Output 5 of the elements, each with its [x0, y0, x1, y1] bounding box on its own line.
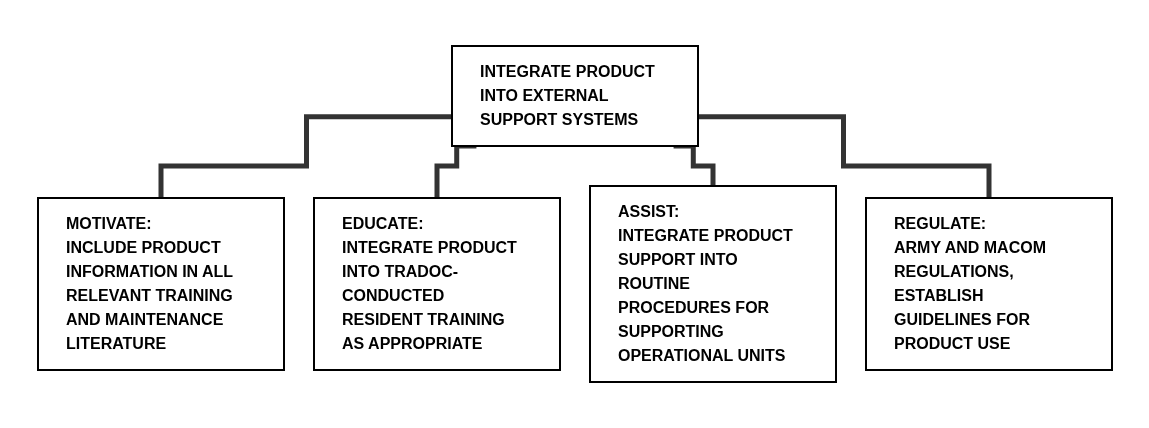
- node-box: MOTIVATE: INCLUDE PRODUCT INFORMATION IN ALL RELEVANT TRAINING AND MAINTENANCE LITERATURE: [36, 197, 285, 371]
- node-box: ASSIST: INTEGRATE PRODUCT SUPPORT INTO ROUTINE PROCEDURES FOR SUPPORTING OPERATIONAL UNITS: [588, 185, 837, 383]
- node-box: INTEGRATE PRODUCT INTO EXTERNAL SUPPORT SYSTEMS: [450, 45, 699, 147]
- node-box: REGULATE: ARMY AND MACOM REGULATIONS, ESTABLISH GUIDELINES FOR PRODUCT USE: [864, 197, 1113, 371]
- node-box: EDUCATE: INTEGRATE PRODUCT INTO TRADOC-CONDUCTED RESIDENT TRAINING AS APPROPRIATE: [312, 197, 561, 371]
